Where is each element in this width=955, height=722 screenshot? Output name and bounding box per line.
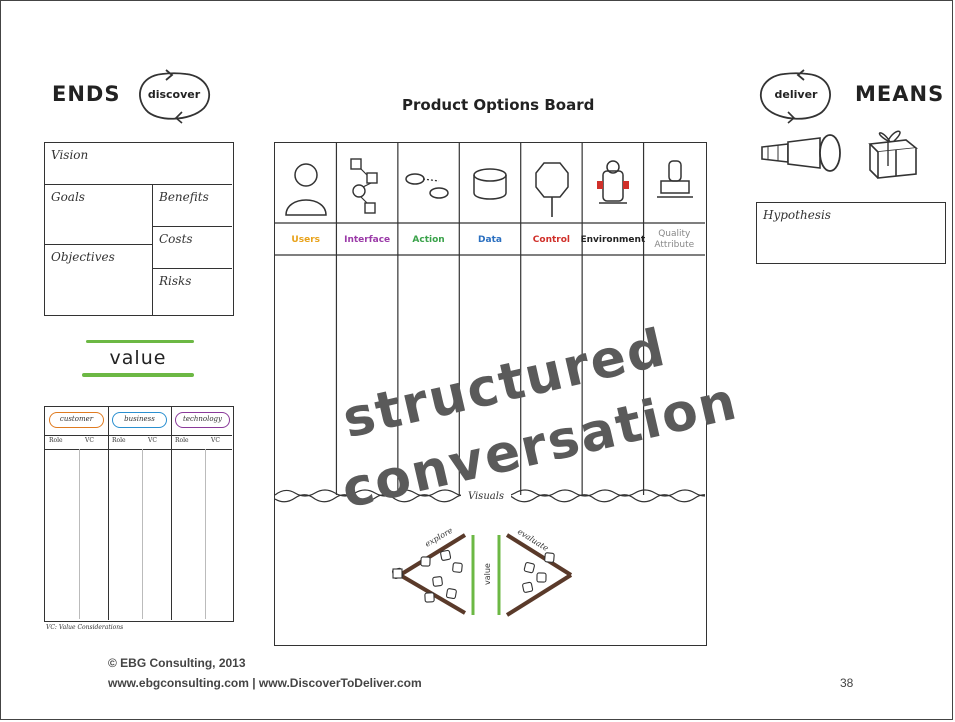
gift-icon [868,130,919,179]
hypothesis-label: Hypothesis [763,208,831,222]
column-header-users: Users [291,234,320,245]
footsteps-icon [399,151,459,221]
visual-option-4 [432,576,443,587]
evaluate-bottom-edge [505,573,573,617]
visual-option-8 [536,572,547,583]
ends-grid: Vision Goals Benefits Costs Objectives R… [44,142,234,316]
vision-label: Vision [51,148,89,162]
discover-label: discover [147,88,201,101]
visual-option-start [392,568,403,579]
goals-label: Goals [51,190,85,204]
column-header-environment: Environment [580,234,646,245]
deliver-label: deliver [774,88,818,101]
costs-cell[interactable]: Costs [153,227,232,269]
benefits-label: Benefits [159,190,209,204]
risks-label: Risks [159,274,192,288]
visual-value-label: value [483,563,492,585]
value-label: value [109,347,167,369]
visual-option-7 [523,562,535,574]
risks-cell[interactable]: Risks [153,269,232,315]
board-title: Product Options Board [402,96,595,114]
column-header-data: Data [478,234,502,245]
visuals-label-bg [461,487,511,503]
value-table-subheader-2: Role [112,437,126,444]
deliver-loop: deliver [754,68,838,124]
visual-option-3 [452,562,463,573]
footer-links[interactable]: www.ebgconsulting.com | www.DiscoverToDe… [108,676,422,690]
visual-option-5 [445,588,457,600]
costs-label: Costs [159,232,193,246]
page-number: 38 [840,676,854,690]
value-table-header-1: business [112,412,167,428]
database-icon [460,151,520,221]
value-table-subheader-0: Role [49,437,63,444]
value-table-header-2: technology [175,412,230,428]
column-header-action: Action [412,234,445,245]
vision-cell[interactable]: Vision [45,143,232,185]
interface-icon [337,151,397,221]
visual-option-9 [522,581,534,593]
telescope-icon [761,134,841,172]
discover-loop-icon [139,69,210,124]
visual-option-10 [544,552,555,563]
visual-option-2 [440,549,452,561]
benefits-cell[interactable]: Benefits [153,185,232,227]
deliver-loop-icon [760,69,831,124]
objectives-cell[interactable]: Objectives [45,245,153,315]
evaluate-top-edge [505,533,573,577]
value-table-header-0: customer [49,412,104,428]
value-table-subheader-5: VC [211,437,220,444]
column-header-interface: Interface [344,234,391,245]
value-banner: value [80,338,196,380]
fire-hydrant-icon [583,151,643,221]
explore-top-edge [398,533,467,577]
visual-option-6 [424,592,435,603]
goals-cell[interactable]: Goals [45,185,153,245]
stamp-icon [645,151,705,221]
footer-copyright: © EBG Consulting, 2013 [108,656,246,670]
visuals-label: Visuals [468,491,504,502]
ends-title: ENDS [52,82,121,106]
value-table-subheader-1: VC [85,437,94,444]
means-title: MEANS [855,82,945,106]
value-table: customer business technology Role VC Role VC R… [44,406,234,622]
user-icon [276,151,336,221]
value-table-subheader-3: VC [148,437,157,444]
column-header-control: Control [532,234,571,245]
discover-loop: discover [132,68,216,124]
objectives-label: Objectives [51,250,115,264]
stop-sign-icon [522,151,582,221]
hypothesis-box[interactable]: Hypothesis [756,202,946,264]
column-header-quality-attribute: Quality Attribute [654,229,695,250]
value-table-subheader-4: Role [175,437,189,444]
visual-option-1 [420,556,431,567]
value-footnote: VC: Value Considerations [46,624,124,631]
